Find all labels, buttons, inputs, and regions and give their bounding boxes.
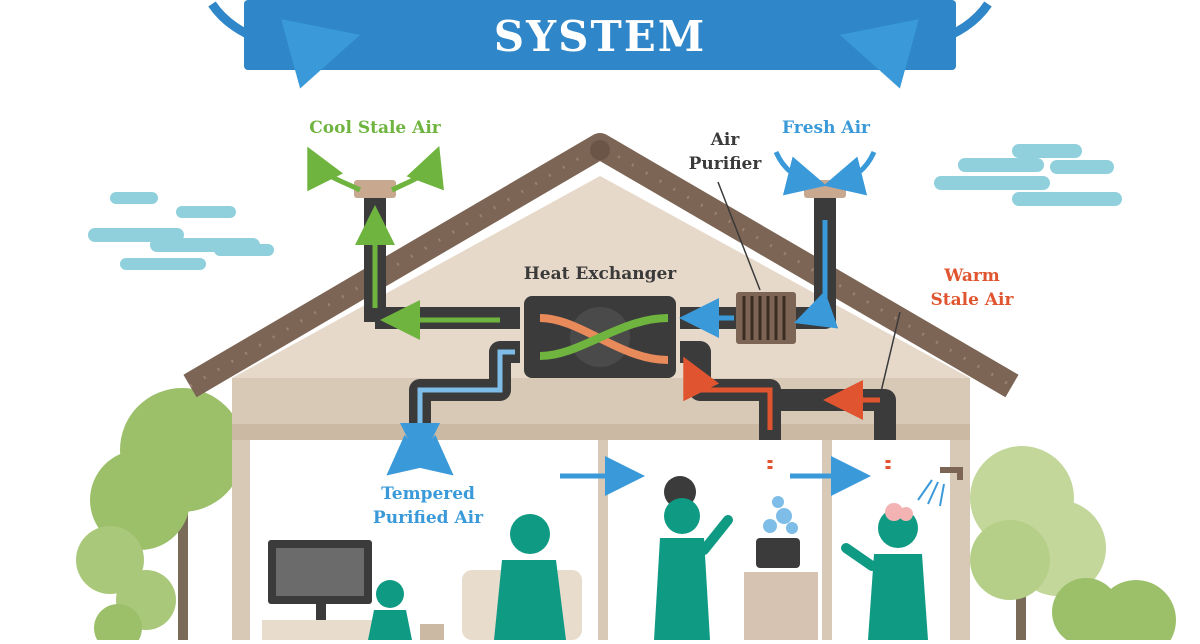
stove (744, 572, 818, 640)
person-adult (510, 514, 550, 554)
wall-divider-2 (822, 440, 832, 640)
label-air-purifier-line2: Purifier (688, 154, 762, 174)
label-air-purifier: Air Purifier (672, 128, 778, 176)
label-warm-stale-air-line1: Warm (944, 266, 1000, 286)
label-tempered-line1: Tempered (381, 484, 475, 504)
tempered-air-vent-right (409, 434, 454, 476)
toy-blocks (420, 624, 444, 640)
wall-divider-1 (598, 440, 608, 640)
cool-stale-air-out-right (390, 145, 444, 193)
label-warm-stale-air-line2: Stale Air (930, 290, 1014, 310)
banner-swoosh-left (208, 1, 361, 89)
air-purifier-leader-line (717, 181, 761, 291)
person-child (376, 580, 404, 608)
tree-left (76, 388, 244, 644)
fresh-air-in-left (773, 150, 827, 196)
roof-ridge-cap (590, 140, 610, 160)
tv-cabinet (262, 620, 390, 640)
flow-arrows (307, 145, 891, 496)
kitchen (654, 476, 818, 640)
ceiling-beam (232, 424, 970, 440)
label-warm-stale-air: Warm Stale Air (912, 264, 1032, 312)
fresh-air-in-right (823, 150, 877, 196)
heat-exchanger-unit (524, 296, 676, 378)
shower-head (940, 467, 963, 480)
label-tempered-purified-air: Tempered Purified Air (358, 482, 498, 530)
label-tempered-line2: Purified Air (372, 508, 484, 528)
living-room (262, 514, 582, 640)
cool-stale-air-out-left (307, 146, 362, 193)
roof (183, 133, 1019, 398)
warm-air-return-arrow (683, 356, 773, 430)
tree-right (970, 446, 1176, 644)
tempered-air-out-arrow (400, 349, 515, 463)
shower-water (917, 479, 945, 507)
banner-title: SYSTEM (493, 12, 707, 61)
title-banner (208, 0, 992, 89)
steam-bubbles (763, 496, 798, 534)
cloud-right (934, 144, 1122, 206)
fresh-air-down-arrow (793, 220, 839, 329)
cloud-left (88, 192, 274, 270)
label-fresh-air: Fresh Air (782, 118, 870, 138)
label-air-purifier-line1: Air (710, 130, 740, 150)
cooking-pot (756, 538, 800, 568)
bathroom (841, 467, 963, 640)
label-heat-exchanger: Heat Exchanger (523, 264, 677, 284)
warm-stale-air-leader-line (879, 311, 901, 397)
air-purifier-filter (736, 292, 796, 344)
banner-swoosh-right (839, 1, 992, 89)
label-cool-stale-air: Cool Stale Air (309, 118, 441, 138)
person-chef (664, 498, 700, 534)
